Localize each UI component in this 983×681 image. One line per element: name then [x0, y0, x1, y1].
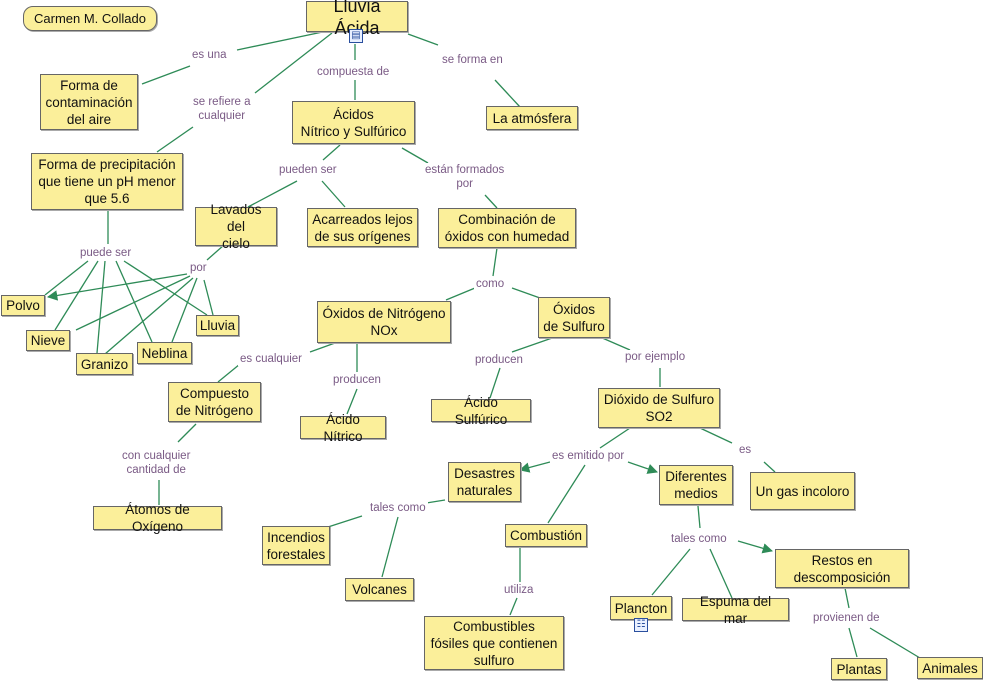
concept-restos[interactable]: Restos en descomposición [775, 549, 909, 588]
concept-oxidos-sulfuro[interactable]: Óxidos de Sulfuro [538, 297, 610, 338]
concept-combustibles[interactable]: Combustibles fósiles que contienen sulfu… [424, 616, 564, 670]
link-producen-nitrico: producen [331, 373, 383, 387]
link-pueden-ser: pueden ser [277, 163, 339, 177]
link-tales-como-desastres: tales como [368, 501, 428, 515]
link-se-forma-en: se forma en [440, 53, 505, 67]
link-compuesta-de: compuesta de [315, 65, 392, 79]
link-estan-formados: están formados por [423, 163, 507, 191]
link-puede-ser: puede ser [78, 246, 134, 260]
concept-dioxido-sulfuro[interactable]: Dióxido de Sulfuro SO2 [598, 388, 720, 428]
hierarchy-icon[interactable]: ☷ [634, 618, 648, 632]
concept-plancton[interactable]: Plancton [610, 596, 672, 620]
concept-granizo[interactable]: Granizo [76, 353, 133, 375]
concept-nieve[interactable]: Nieve [26, 330, 70, 351]
link-es-emitido: es emitido por [550, 449, 627, 463]
link-es-una: es una [190, 48, 229, 62]
concept-acidos[interactable]: Ácidos Nítrico y Sulfúrico [292, 101, 415, 144]
concept-atomos-oxigeno[interactable]: Átomos de Oxígeno [93, 502, 222, 534]
link-es: es [737, 443, 754, 457]
concept-plantas[interactable]: Plantas [831, 658, 887, 680]
concept-combustion[interactable]: Combustión [505, 524, 587, 547]
concept-desastres[interactable]: Desastres naturales [448, 462, 521, 502]
link-con-cualquier: con cualquier cantidad de [120, 449, 193, 477]
concept-forma-precipitacion[interactable]: Forma de precipitación que tiene un pH m… [31, 153, 183, 210]
concept-lluvia[interactable]: Lluvia [196, 315, 239, 336]
link-es-cualquier: es cualquier [238, 352, 305, 366]
concept-polvo[interactable]: Polvo [1, 295, 45, 316]
concept-acarreados[interactable]: Acarreados lejos de sus orígenes [307, 208, 418, 247]
link-por: por [188, 261, 209, 275]
link-producen-sulfurico: producen [473, 353, 525, 367]
link-como: como [474, 277, 507, 291]
concept-compuesto-nitrogeno[interactable]: Compuesto de Nitrógeno [168, 382, 261, 422]
concept-espuma-mar[interactable]: Espuma del mar [682, 594, 789, 626]
author-label: Carmen M. Collado [23, 6, 157, 31]
link-se-refiere: se refiere a cualquier [191, 95, 253, 123]
link-por-ejemplo: por ejemplo [623, 350, 688, 364]
main-concept-lluvia-acida[interactable]: Lluvia Ácida [306, 0, 408, 38]
concept-neblina[interactable]: Neblina [137, 342, 192, 364]
concept-oxidos-nitrogeno[interactable]: Óxidos de Nitrógeno NOx [317, 301, 451, 343]
concept-animales[interactable]: Animales [917, 657, 983, 679]
concept-lavados[interactable]: Lavados del cielo [195, 202, 277, 251]
concept-incendios[interactable]: Incendios forestales [262, 526, 330, 565]
link-utiliza: utiliza [502, 583, 536, 597]
concept-atmosfera[interactable]: La atmósfera [486, 106, 578, 130]
document-icon[interactable]: ▤ [349, 29, 363, 43]
concept-acido-sulfurico[interactable]: Ácido Sulfúrico [431, 395, 531, 427]
link-provienen-de: provienen de [811, 611, 882, 625]
concept-acido-nitrico[interactable]: Ácido Nítrico [300, 412, 386, 444]
concept-forma-contaminacion[interactable]: Forma de contaminación del aire [40, 74, 138, 130]
concept-diferentes-medios[interactable]: Diferentes medios [659, 465, 733, 505]
concept-gas-incoloro[interactable]: Un gas incoloro [750, 472, 855, 510]
link-tales-como-medios: tales como [669, 532, 729, 546]
concept-volcanes[interactable]: Volcanes [345, 578, 414, 601]
concept-combinacion[interactable]: Combinación de óxidos con humedad [438, 208, 576, 248]
